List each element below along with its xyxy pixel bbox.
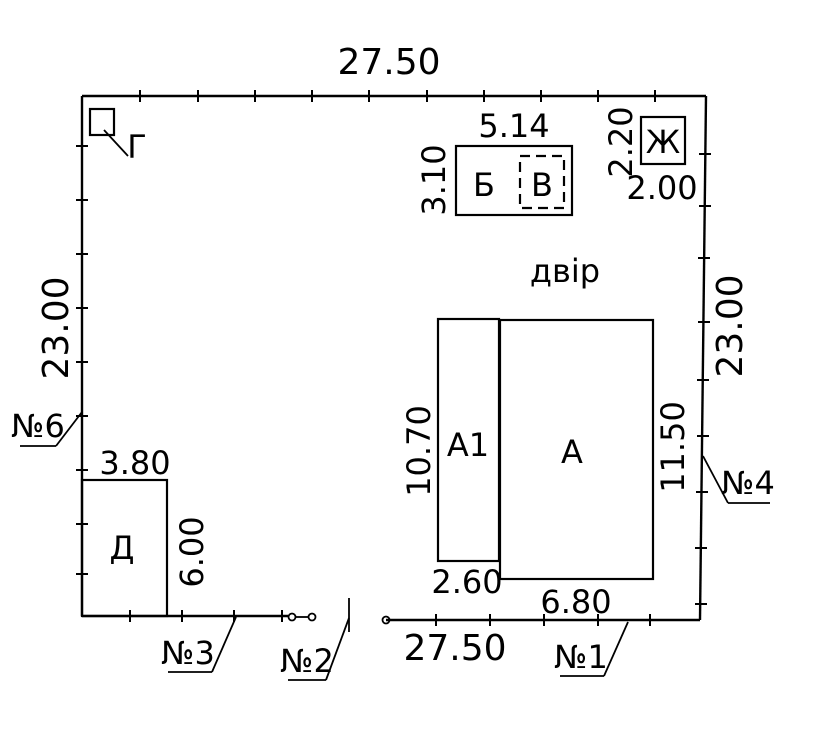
building-a1-height: 10.70 [400,405,438,497]
point-label-3: №3 [161,634,215,672]
building-a: А 11.50 6.80 [498,318,692,621]
building-v [518,154,566,210]
building-a-height: 11.50 [654,401,692,493]
point-callout-2: №2 [280,617,350,681]
right-length-label: 23.00 [710,274,751,377]
building-d-label: Д [110,529,135,567]
building-zh-label: Ж [646,123,680,161]
point-label-1: №1 [554,638,608,676]
yard-label: двір [530,252,600,290]
top-length-label: 27.50 [337,42,440,83]
point-label-2: №2 [280,642,334,680]
building-a-label: А [561,433,583,471]
bottom-length-label: 27.50 [403,628,506,669]
building-a1-width: 2.60 [431,563,502,601]
building-d: Д 3.80 6.00 [80,444,211,618]
left-length-label: 23.00 [36,276,77,379]
building-zh: Ж 2.00 2.20 [602,106,698,207]
building-b: Б В 5.14 3.10 [415,107,574,217]
building-d-width: 3.80 [99,444,170,482]
building-a1: А1 10.70 2.60 [400,317,503,601]
building-a1-label: А1 [447,426,489,464]
building-b-width: 5.14 [478,107,549,145]
building-g: Г [88,107,147,166]
point-callout-1: №1 [554,621,629,677]
building-zh-width: 2.00 [626,169,697,207]
building-d-height: 6.00 [173,516,211,587]
gate-post-left [287,612,297,622]
point-label-4: №4 [721,464,775,502]
point-callout-6: №6 [11,407,83,447]
point-callout-4: №4 [702,455,775,504]
point-label-6: №6 [11,407,65,445]
boundary-right-line [698,95,708,621]
gate-post-right [381,615,391,625]
boundary-ticks [76,90,711,626]
building-b-label: Б [473,166,495,204]
building-a-width: 6.80 [540,583,611,621]
building-v-label: В [531,166,553,204]
building-zh-height: 2.20 [602,106,640,177]
gate-post-middle [307,612,317,622]
building-g-label: Г [127,128,147,166]
building-b-height: 3.10 [415,144,453,215]
point-callout-3: №3 [161,616,237,673]
